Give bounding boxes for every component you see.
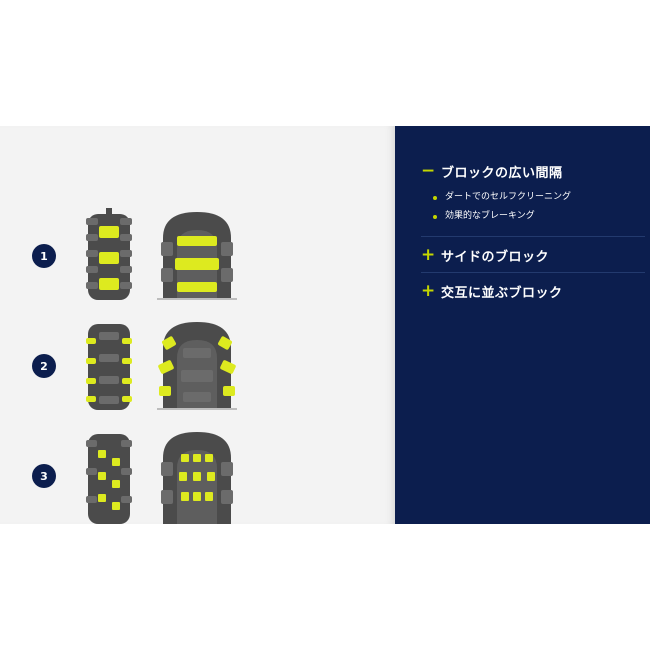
tire-row-1: 1: [0, 208, 395, 304]
step-number-badge: 3: [32, 464, 56, 488]
bullet-dot-icon: [433, 214, 437, 219]
tire-side-view: [86, 434, 132, 524]
divider: [421, 272, 645, 273]
tire-row-3: 3: [0, 428, 395, 524]
accordion-title: 交互に並ぶブロック: [441, 286, 563, 301]
feature-bullet: 効果的なブレーキング: [433, 207, 571, 226]
step-number-badge: 1: [32, 244, 56, 268]
accordion-title: サイドのブロック: [441, 250, 550, 265]
tire-front-view: [161, 432, 233, 524]
accordion-header-side-blocks[interactable]: + サイドのブロック: [421, 245, 550, 266]
feature-bullet-list: ダートでのセルフクリーニング 効果的なブレーキング: [433, 188, 571, 226]
feature-bullet: ダートでのセルフクリーニング: [433, 188, 571, 207]
tire-front-view: [157, 322, 237, 410]
tire-front-view: [157, 212, 237, 300]
expand-icon: +: [421, 245, 436, 265]
expand-icon: +: [421, 281, 436, 301]
step-number-badge: 2: [32, 354, 56, 378]
accordion-header-alternating-blocks[interactable]: + 交互に並ぶブロック: [421, 281, 563, 302]
tire-illustrations-panel: 1: [0, 126, 395, 524]
features-accordion-panel: − ブロックの広い間隔 ダートでのセルフクリーニング 効果的なブレーキング + …: [395, 126, 650, 524]
tire-row-2: 2: [0, 318, 395, 414]
collapse-icon: −: [421, 161, 436, 181]
tire-side-view: [86, 324, 132, 410]
accordion-header-wide-block-spacing[interactable]: − ブロックの広い間隔: [421, 161, 563, 182]
accordion-title: ブロックの広い間隔: [441, 166, 563, 181]
bullet-dot-icon: [433, 195, 437, 200]
divider: [421, 236, 645, 237]
tire-side-view: [86, 208, 132, 300]
feature-section: 1: [0, 126, 650, 524]
